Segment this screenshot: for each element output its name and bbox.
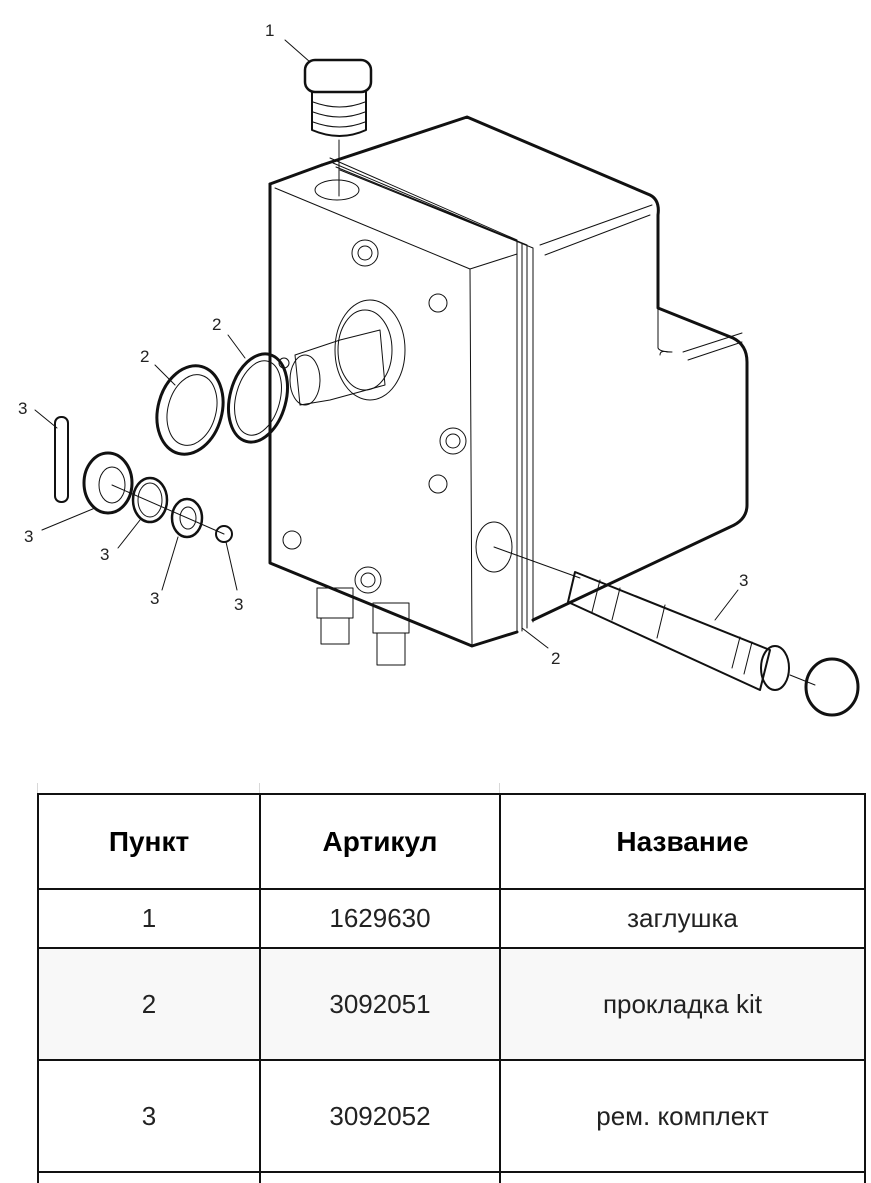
- grid-line: [37, 783, 38, 793]
- repair-kit-parts-left: [54, 416, 233, 543]
- cell-empty: [259, 1171, 501, 1183]
- callout-3e: 3: [234, 595, 243, 614]
- cell-article: 3092051: [259, 947, 501, 1061]
- table-header-row: Пункт Артикул Название: [37, 793, 866, 890]
- callout-2c: 2: [551, 649, 560, 668]
- cell-item: 3: [37, 1059, 261, 1173]
- callout-3a: 3: [18, 399, 27, 418]
- grid-line: [499, 783, 500, 793]
- cell-name: заглушка: [499, 888, 866, 949]
- grid-line: [259, 783, 260, 793]
- callout-3f: 3: [739, 571, 748, 590]
- callout-1: 1: [265, 21, 274, 40]
- callout-2b: 2: [140, 347, 149, 366]
- table-row: 1 1629630 заглушка: [37, 888, 866, 949]
- shaft: [278, 299, 406, 406]
- pump-housing: [268, 115, 749, 648]
- cell-item: 2: [37, 947, 261, 1061]
- screws: [282, 239, 513, 594]
- seals: [155, 352, 289, 456]
- header-name: Название: [499, 793, 866, 890]
- cell-article: 1629630: [259, 888, 501, 949]
- table-row: 2 3092051 прокладка kit: [37, 947, 866, 1061]
- callout-3b: 3: [24, 527, 33, 546]
- leader-lines: [34, 39, 739, 649]
- cell-empty: [499, 1171, 866, 1183]
- cell-article: 3092052: [259, 1059, 501, 1173]
- cell-item: 1: [37, 888, 261, 949]
- header-article: Артикул: [259, 793, 501, 890]
- table-row-partial: [37, 1171, 866, 1183]
- callout-3d: 3: [150, 589, 159, 608]
- exploded-parts-diagram: 1 2 2 3 3 3 3 3 2 3: [18, 21, 860, 717]
- fittings: [316, 587, 410, 666]
- header-item: Пункт: [37, 793, 261, 890]
- table-row: 3 3092052 рем. комплект: [37, 1059, 866, 1173]
- callout-3c: 3: [100, 545, 109, 564]
- plug: [303, 58, 373, 197]
- callout-2a: 2: [212, 315, 221, 334]
- repair-kit-rod: [493, 546, 860, 717]
- cell-name: прокладка kit: [499, 947, 866, 1061]
- callout-labels: 1 2 2 3 3 3 3 3 2 3: [18, 21, 748, 668]
- parts-table: Пункт Артикул Название 1 1629630 заглушк…: [37, 793, 866, 1183]
- cell-empty: [37, 1171, 261, 1183]
- cell-name: рем. комплект: [499, 1059, 866, 1173]
